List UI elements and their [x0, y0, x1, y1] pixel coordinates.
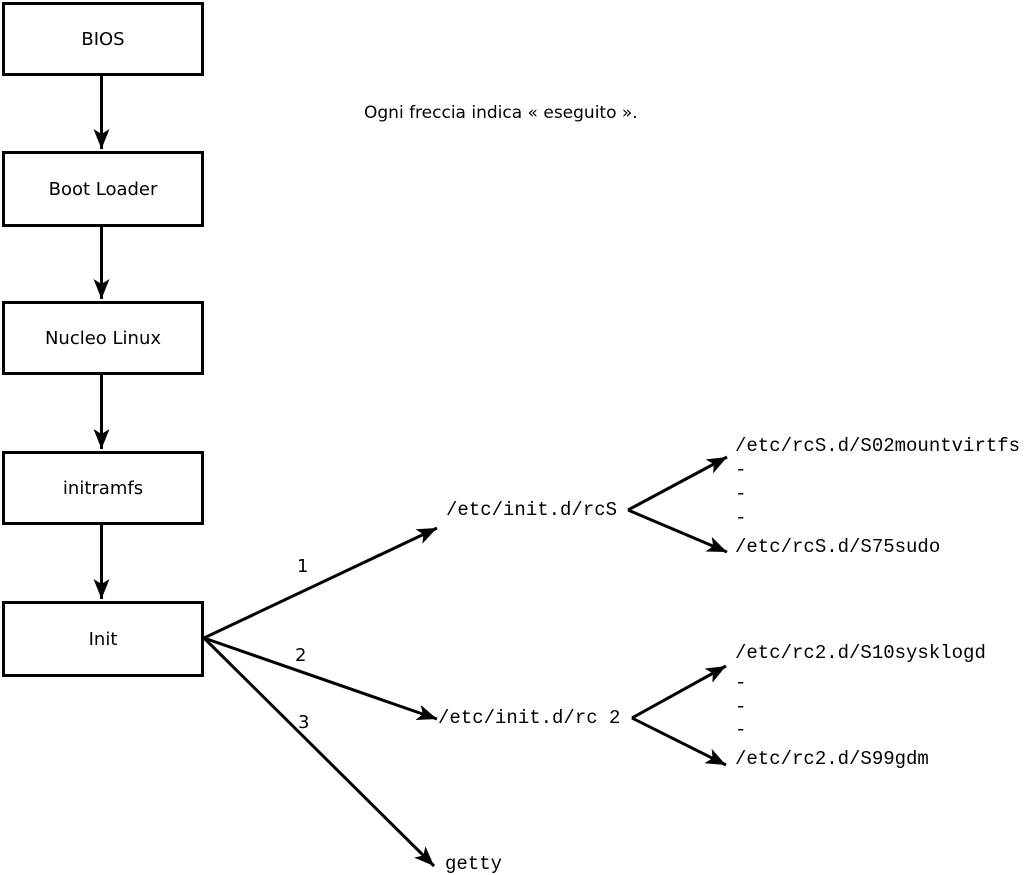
arrow-init-to-rc2 — [203, 636, 438, 721]
label-rc2-d-s99gdm: /etc/rc2.d/S99gdm — [735, 748, 929, 770]
flow-box-nucleo-linux-label: Nucleo Linux — [44, 327, 162, 349]
flow-box-bios: BIOS — [2, 2, 204, 76]
flow-box-boot-loader-label: Boot Loader — [48, 178, 158, 200]
arrow-rc2-to-s99gdm — [631, 716, 727, 767]
arrow-rc2-to-s10sysklogd — [631, 664, 727, 720]
label-rcs-d-s02mountvirtfs: /etc/rcS.d/S02mountvirtfs — [735, 435, 1021, 457]
label-rc2-dash-1: - — [735, 672, 747, 694]
label-init-d-rcs: /etc/init.d/rcS — [446, 499, 618, 521]
label-rcs-dash-2: - — [735, 483, 747, 505]
label-rcs-d-s75sudo: /etc/rcS.d/S75sudo — [735, 536, 941, 558]
label-rc2-dash-3: - — [735, 719, 747, 741]
label-rc2-d-s10sysklogd: /etc/rc2.d/S10sysklogd — [735, 642, 986, 664]
branch-number-2: 2 — [295, 645, 307, 666]
branch-number-3: 3 — [298, 712, 310, 733]
arrow-rcs-to-s75sudo — [627, 508, 728, 554]
label-rcs-dash-3: - — [735, 507, 747, 529]
arrow-rcs-to-s02mountvirtfs — [627, 455, 728, 512]
flow-box-init-label: Init — [88, 628, 118, 650]
label-getty: getty — [445, 853, 503, 875]
flow-box-bios-label: BIOS — [81, 28, 125, 50]
flow-box-init: Init — [2, 601, 204, 677]
arrow-init-to-getty — [202, 636, 436, 868]
flow-box-initramfs: initramfs — [2, 451, 204, 525]
label-rcs-dash-1: - — [735, 459, 747, 481]
label-init-d-rc2: /etc/init.d/rc 2 — [438, 707, 621, 729]
annotation-text: Ogni freccia indica « eseguito ». — [364, 103, 638, 123]
label-rc2-dash-2: - — [735, 696, 747, 718]
flow-box-boot-loader: Boot Loader — [2, 151, 204, 227]
branch-number-1: 1 — [297, 556, 309, 577]
flow-box-initramfs-label: initramfs — [62, 477, 144, 499]
flow-box-nucleo-linux: Nucleo Linux — [2, 301, 204, 375]
arrow-init-to-rcs — [203, 526, 438, 640]
